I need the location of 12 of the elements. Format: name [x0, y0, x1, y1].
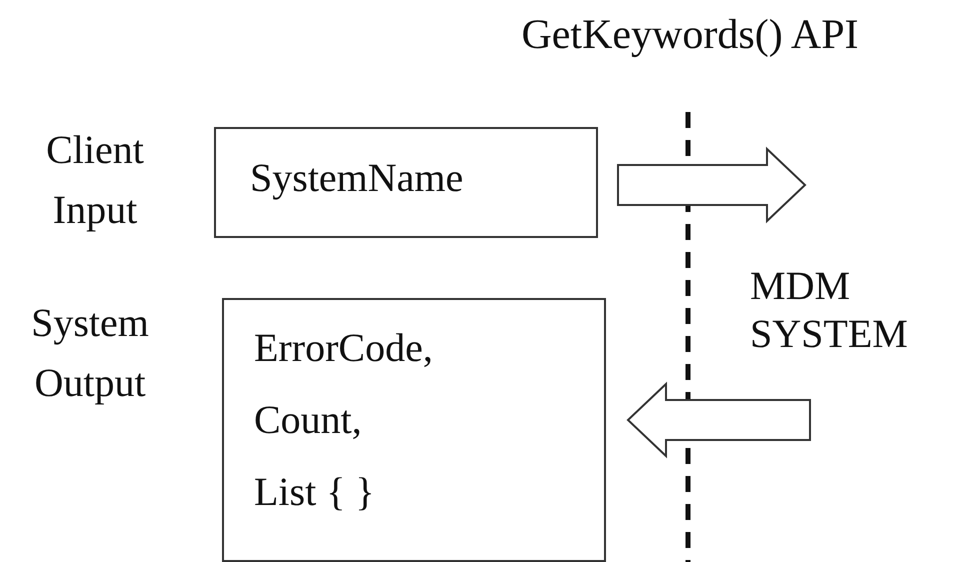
side-label: Client Input: [45, 126, 145, 234]
system-label: MDM SYSTEM: [750, 262, 909, 358]
box-text: ErrorCode,: [254, 324, 434, 372]
text-box: [222, 298, 606, 562]
text-box: [214, 127, 598, 238]
title: GetKeywords() API: [520, 11, 860, 60]
box-text: List { }: [254, 468, 376, 516]
box-text: Count,: [254, 396, 363, 444]
block-arrow: [626, 382, 811, 458]
box-text: SystemName: [250, 154, 464, 202]
side-label: System Output: [30, 299, 150, 407]
block-arrow: [617, 146, 806, 224]
